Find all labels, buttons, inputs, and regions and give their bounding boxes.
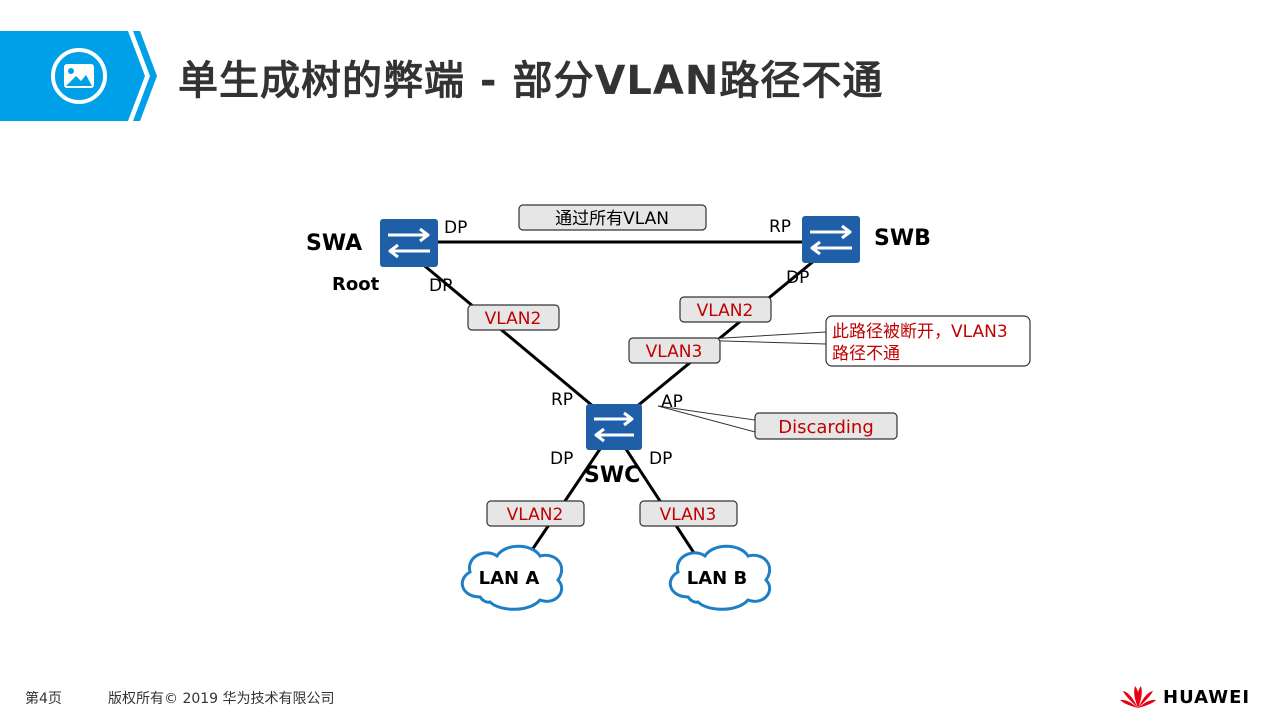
- port-swb-left: RP: [769, 217, 791, 237]
- label-swa-swc: VLAN2: [485, 309, 542, 329]
- cloud-lan-b-icon: [668, 544, 772, 611]
- callout-broken-line1: 此路径被断开，VLAN3: [832, 322, 1008, 342]
- label-box-top: [518, 204, 707, 231]
- cloud-lan-a-label: LAN A: [479, 568, 540, 589]
- label-lan-a-link: VLAN2: [507, 505, 564, 525]
- port-swb-down: DP: [786, 268, 809, 288]
- switch-swc-label: SWC: [584, 463, 640, 488]
- callout-box-broken: [825, 315, 1031, 367]
- cloud-lan-b-label: LAN B: [687, 568, 747, 589]
- label-box-lan-a: [486, 500, 585, 527]
- header-banner: [0, 31, 157, 121]
- callout-broken-line2: 路径不通: [832, 344, 900, 364]
- switch-swa-icon: [380, 219, 438, 267]
- label-box-lan-b: [639, 500, 738, 527]
- switch-swc-icon: [586, 404, 642, 450]
- label-swb-swc-vlan3: VLAN3: [646, 342, 703, 362]
- callout-discarding: Discarding: [778, 417, 874, 438]
- label-box-swa-swc: [467, 304, 560, 331]
- port-swa-down: DP: [429, 276, 452, 296]
- label-top: 通过所有VLAN: [555, 209, 669, 229]
- brand-name: HUAWEI: [1163, 687, 1251, 708]
- switch-swb-icon: [802, 216, 860, 263]
- link-swa-swc: [419, 260, 601, 414]
- link-swb-swc: [629, 258, 816, 414]
- copyright-text: 版权所有© 2019 华为技术有限公司: [108, 691, 335, 707]
- image-icon: [51, 48, 107, 104]
- port-swc-right: AP: [661, 392, 683, 412]
- label-box-swb-swc-vlan3: [628, 337, 721, 364]
- callout-box-discarding: [754, 412, 898, 440]
- port-swa-right: DP: [444, 218, 467, 238]
- cloud-lan-a-icon: [460, 544, 564, 611]
- label-box-swb-swc-vlan2: [679, 296, 772, 323]
- page-title: 单生成树的弊端 - 部分VLAN路径不通: [178, 58, 884, 104]
- port-swc-down-left: DP: [550, 449, 573, 469]
- switch-swa-role: Root: [332, 274, 380, 295]
- switch-swa-label: SWA: [306, 231, 362, 256]
- huawei-logo-icon: [1120, 686, 1156, 708]
- port-swc-down-right: DP: [649, 449, 672, 469]
- label-lan-b-link: VLAN3: [660, 505, 717, 525]
- switch-swb-label: SWB: [874, 226, 931, 251]
- label-swb-swc-vlan2: VLAN2: [697, 301, 754, 321]
- port-swc-left: RP: [551, 390, 573, 410]
- page-number: 第4页: [25, 691, 62, 707]
